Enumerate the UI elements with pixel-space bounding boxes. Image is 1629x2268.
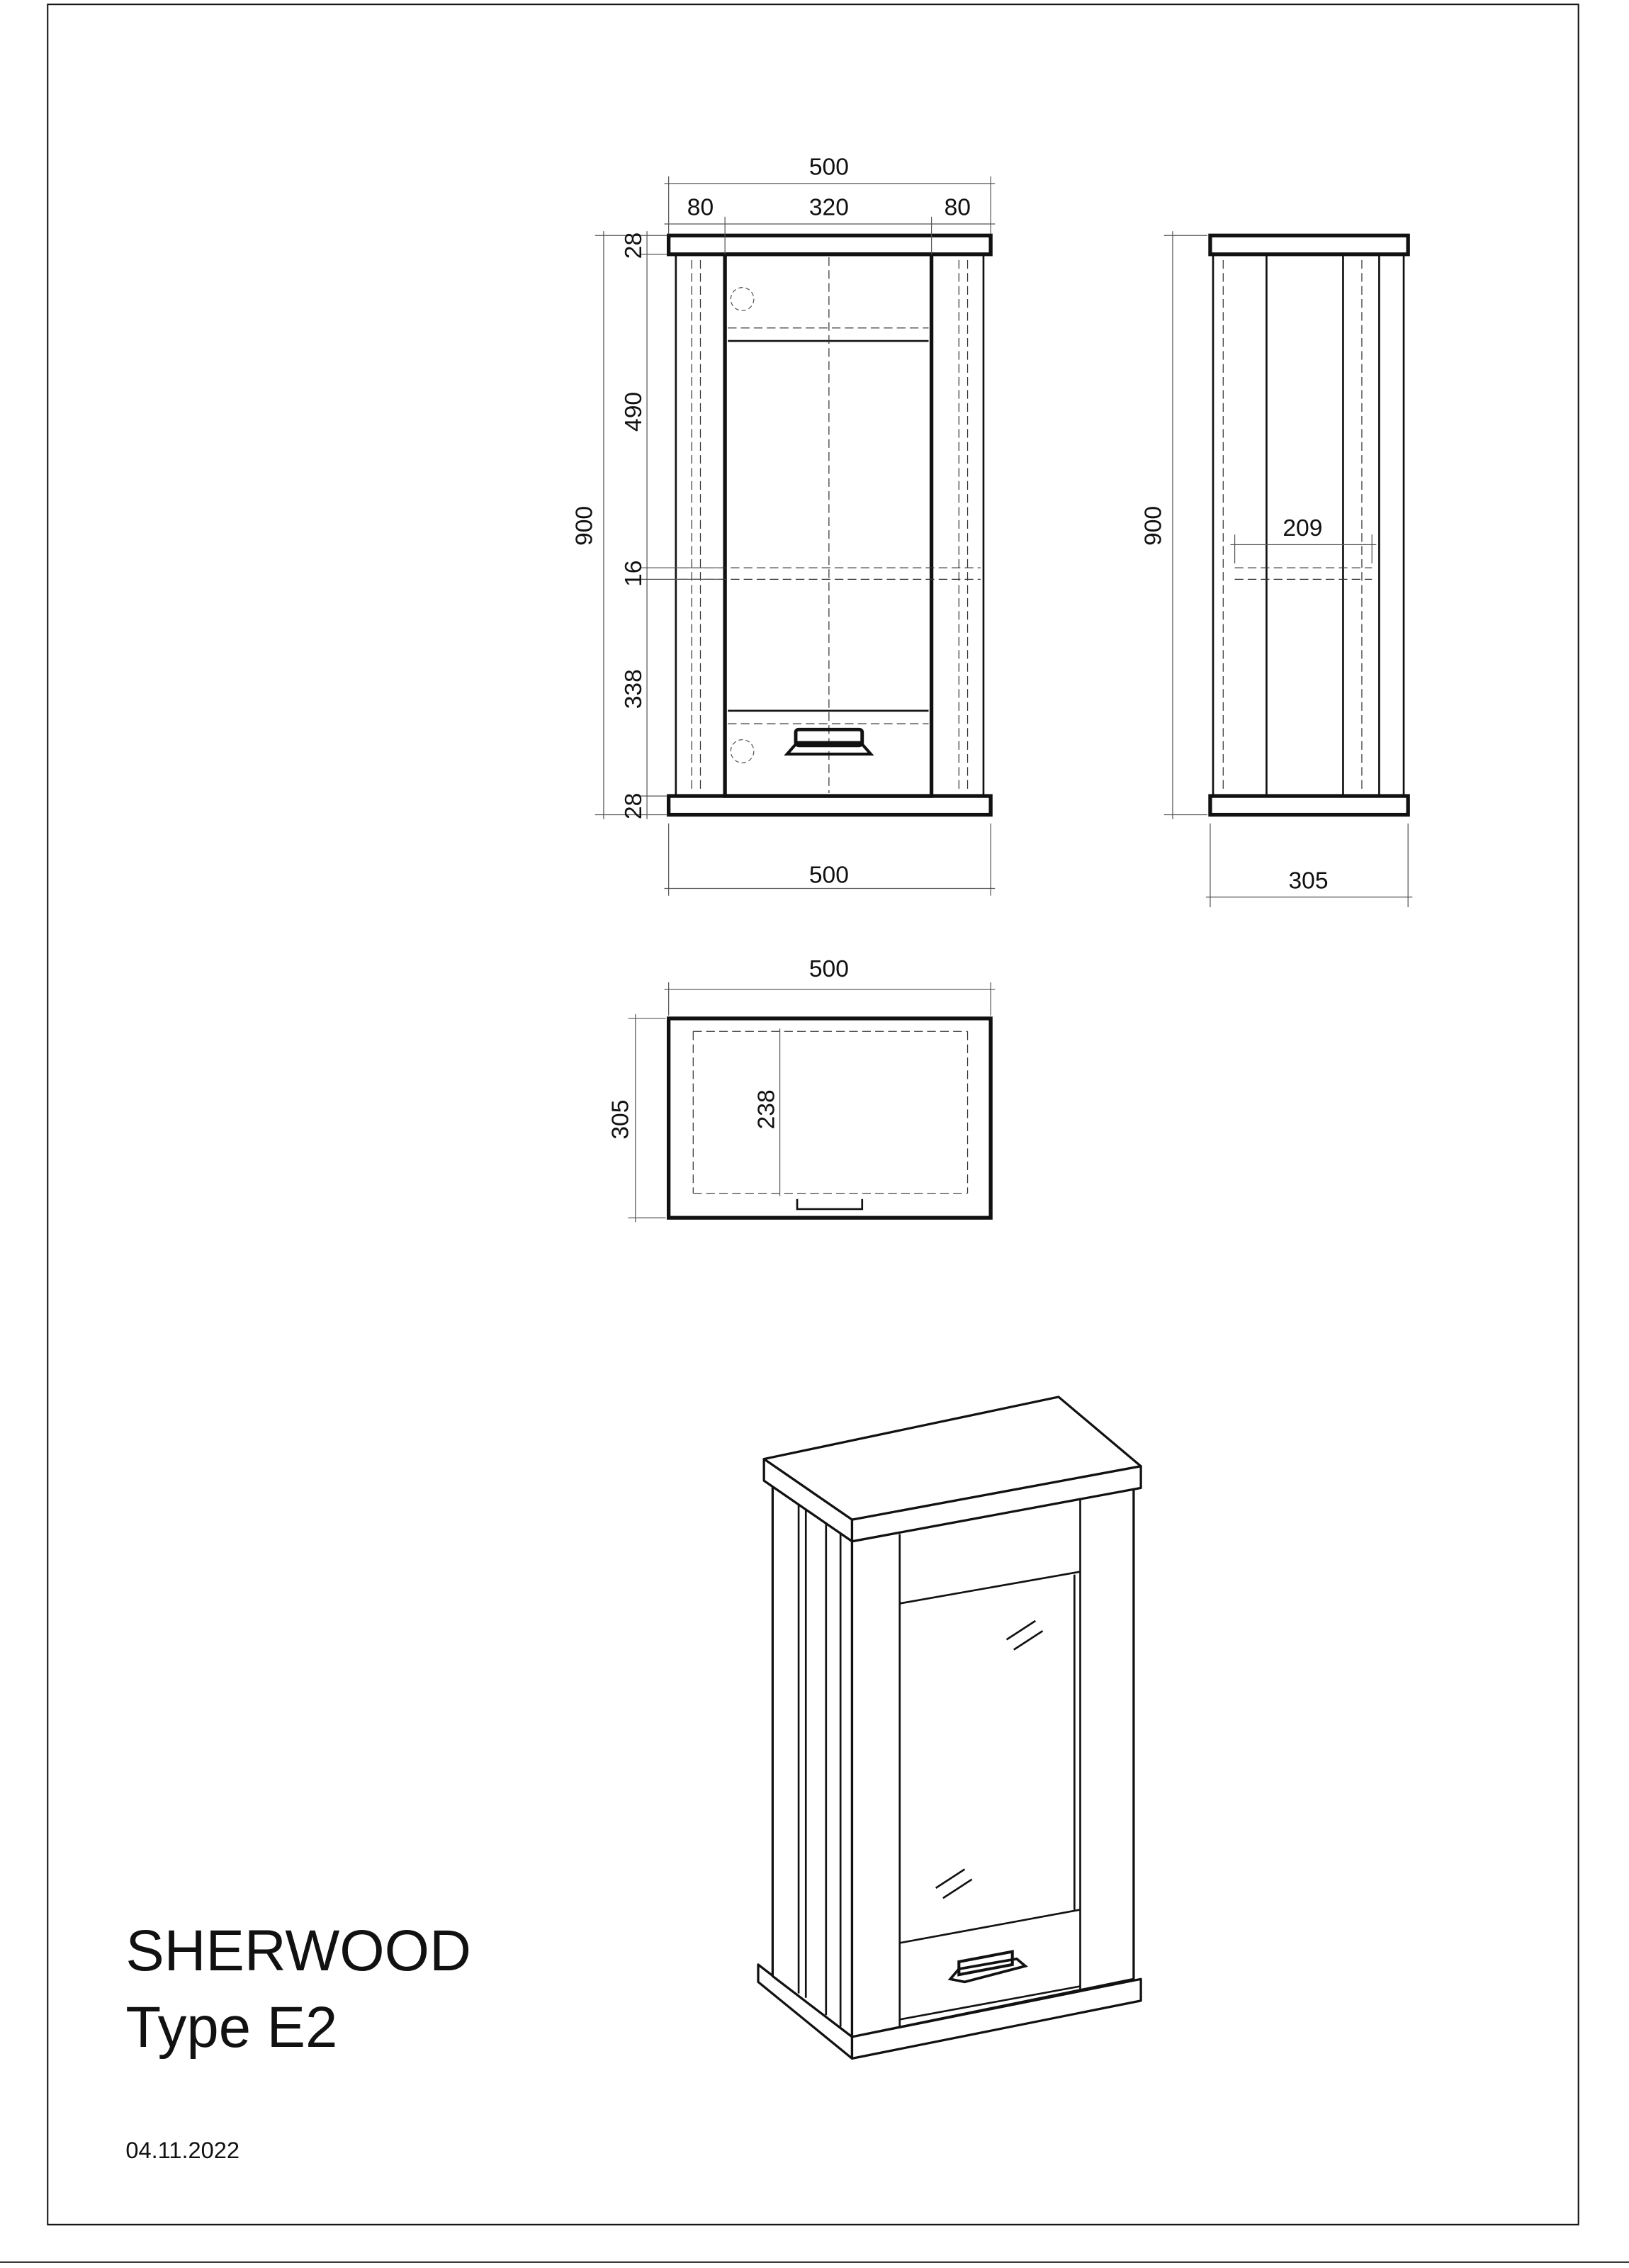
drawing-date: 04.11.2022 [125,2137,239,2163]
page-frame [47,4,1579,2225]
product-type: Type E2 [125,1995,337,2060]
dim-front-overall-height: 900 [572,506,598,546]
drawer-handle-icon [784,727,874,756]
dim-front-shelf-thickness: 16 [621,561,647,587]
top-view: 500 305 238 [608,956,996,1223]
dim-front-lower-height: 338 [621,669,647,709]
dim-front-bottom-thickness: 28 [621,793,647,819]
product-name: SHERWOOD [125,1919,471,1983]
dim-side-overall-depth: 305 [1288,868,1328,894]
dim-front-overall-width: 500 [809,155,849,181]
drawer-handle-icon [947,1950,1028,1984]
dim-front-stile-right: 80 [945,195,971,221]
dim-front-door-width: 320 [809,195,849,221]
dim-top-overall-depth: 305 [608,1100,634,1140]
front-view: 500 80 320 80 28 490 900 16 338 28 500 [572,155,996,896]
side-view: 900 209 305 [1141,231,1413,908]
dim-front-bottom-width: 500 [809,862,849,888]
dim-side-overall-height: 900 [1141,506,1167,546]
dim-side-inner-depth: 209 [1283,515,1322,541]
dim-front-upper-height: 490 [621,392,647,432]
perspective-view [757,1396,1142,2060]
glass-reflection-icon [935,1619,1044,1899]
dim-top-overall-width: 500 [809,956,849,982]
dim-front-top-thickness: 28 [621,232,647,259]
dim-top-inner-depth: 238 [753,1089,779,1129]
dim-front-stile-left: 80 [687,195,714,221]
